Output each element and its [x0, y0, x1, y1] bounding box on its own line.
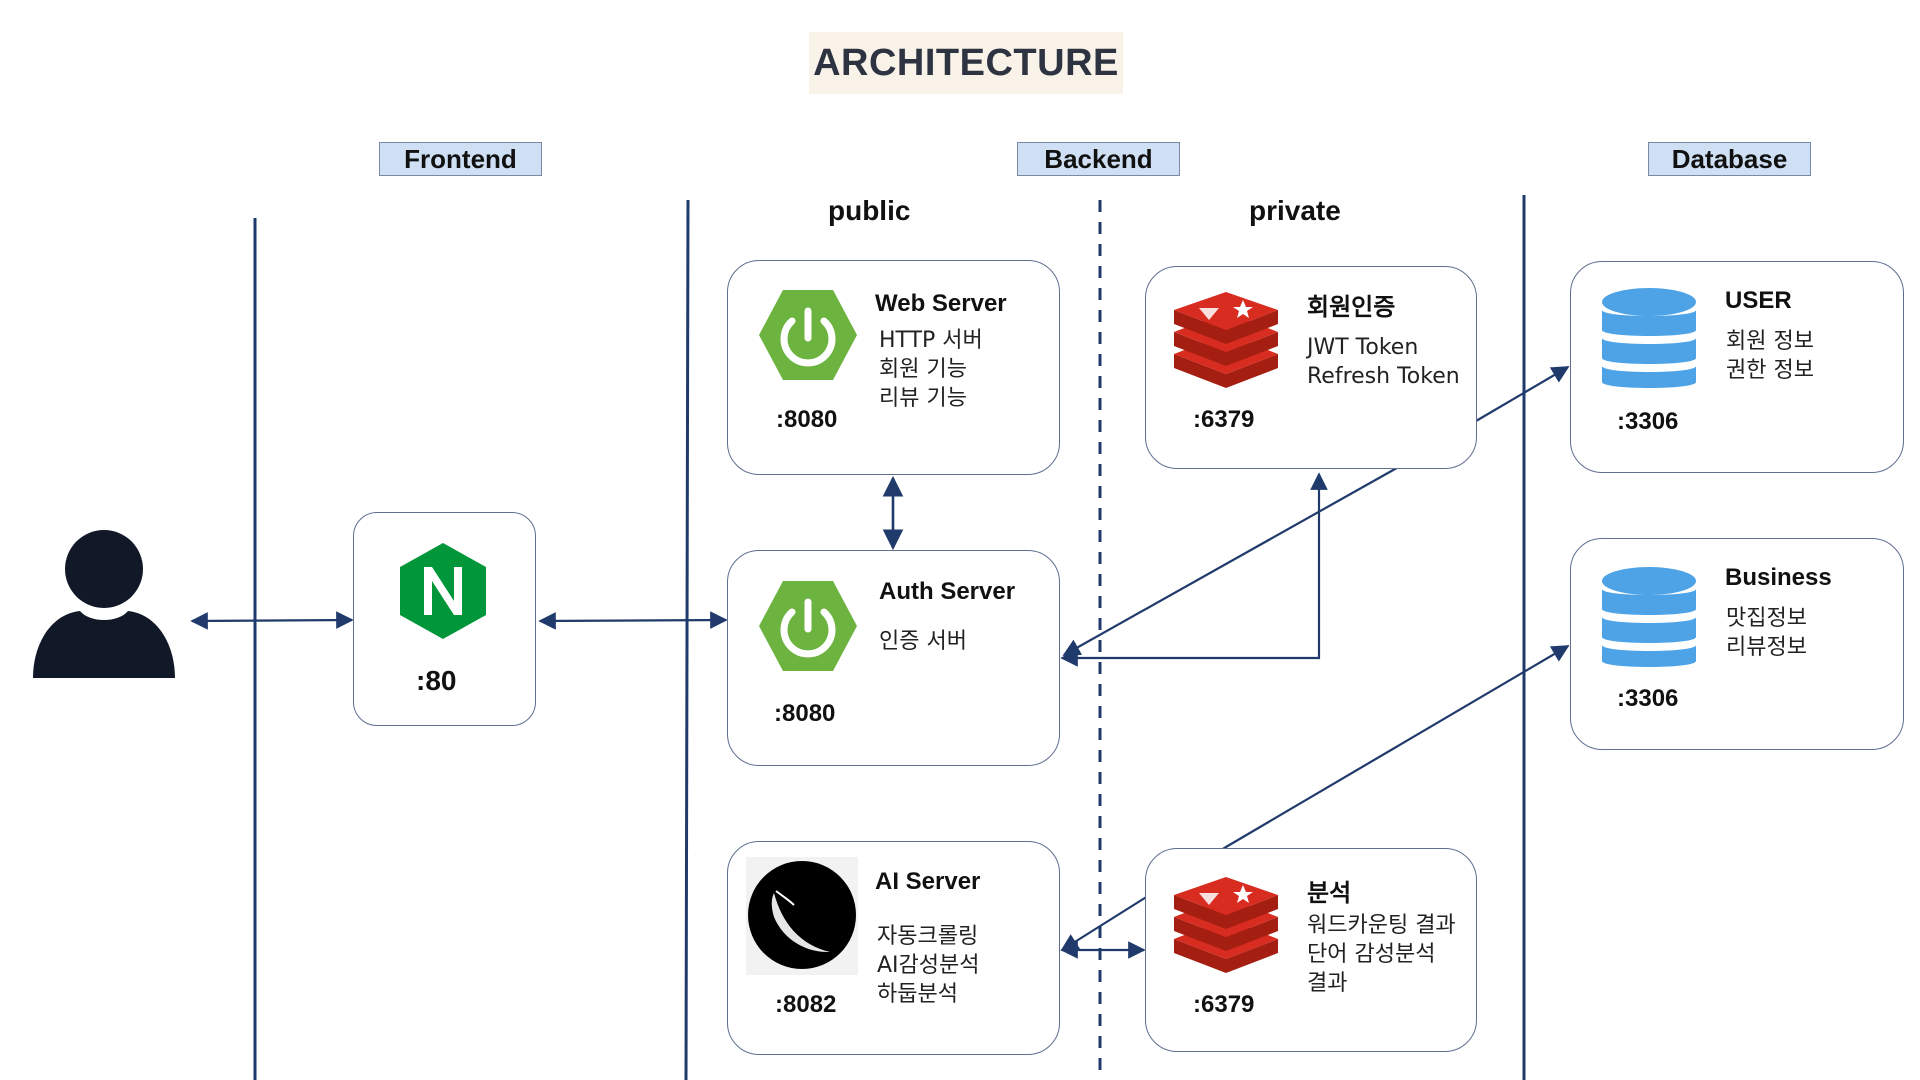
public-zone-label: public: [828, 195, 911, 226]
nginx-icon: [400, 543, 486, 639]
auth-server-lines: 인증 서버: [879, 627, 967, 656]
redis-analysis-line: 결과: [1307, 971, 1348, 996]
redis-analysis-lines: 워드카운팅 결과 단어 감성분석 결과: [1307, 911, 1456, 998]
ai-server-card: AI Server 자동크롤링 AI감성분석 하둡분석 :8082: [727, 841, 1060, 1055]
auth-server-title: Auth Server: [879, 578, 1016, 605]
db-business-card: Business 맛집정보 리뷰정보 :3306: [1570, 538, 1904, 750]
database-icon: [1602, 567, 1696, 667]
db-business-line: 맛집정보: [1726, 606, 1807, 631]
db-user-lines: 회원 정보 권한 정보: [1726, 327, 1814, 385]
public-divider: [684, 199, 690, 1080]
auth-server-line: 인증 서버: [879, 629, 967, 654]
redis-icon: [1174, 877, 1278, 973]
nginx-port: :80: [416, 665, 457, 696]
ai-server-lines: 자동크롤링 AI감성분석 하둡분석: [877, 922, 980, 1009]
redis-auth-card: 회원인증 JWT Token Refresh Token :6379: [1145, 266, 1477, 469]
spring-power-icon: [759, 290, 857, 380]
redis-auth-lines: JWT Token Refresh Token: [1307, 333, 1460, 391]
db-business-line: 리뷰정보: [1726, 635, 1807, 660]
ai-server-line: AI감성분석: [877, 953, 980, 978]
redis-analysis-line: 워드카운팅 결과: [1307, 913, 1456, 938]
nginx-card: :80: [353, 512, 536, 726]
web-server-port: :8080: [776, 406, 838, 433]
db-user-line: 권한 정보: [1726, 358, 1814, 383]
backend-label: Backend: [1017, 142, 1180, 176]
redis-analysis-port: :6379: [1193, 991, 1255, 1018]
redis-auth-line: JWT Token: [1307, 335, 1419, 360]
db-business-title: Business: [1725, 564, 1832, 591]
database-label: Database: [1648, 142, 1811, 176]
ai-server-title: AI Server: [875, 868, 981, 895]
redis-analysis-title: 분석: [1307, 880, 1352, 907]
db-user-title: USER: [1725, 287, 1792, 314]
frontend-label: Frontend: [379, 142, 542, 176]
db-user-line: 회원 정보: [1726, 329, 1814, 354]
redis-auth-line: Refresh Token: [1307, 364, 1460, 389]
db-business-ai-arrow: [1060, 645, 1570, 951]
web-server-line: 회원 기능: [879, 357, 967, 382]
web-server-card: Web Server HTTP 서버 회원 기능 리뷰 기능 :8080: [727, 260, 1060, 475]
auth-server-port: :8080: [774, 700, 836, 727]
web-server-title: Web Server: [875, 290, 1007, 317]
db-user-port: :3306: [1617, 408, 1679, 435]
database-icon: [1602, 288, 1696, 388]
ai-server-line: 자동크롤링: [877, 924, 979, 949]
redis-auth-port: :6379: [1193, 406, 1255, 433]
db-user-card: USER 회원 정보 권한 정보 :3306: [1570, 261, 1904, 473]
redis-analysis-card: 분석 워드카운팅 결과 단어 감성분석 결과 :6379: [1145, 848, 1477, 1052]
user-nginx-arrow: [190, 611, 354, 630]
auth-server-card: Auth Server 인증 서버 :8080: [727, 550, 1060, 766]
db-business-lines: 맛집정보 리뷰정보: [1726, 604, 1807, 662]
user-icon: [33, 530, 175, 678]
nginx-auth-arrow: [538, 611, 728, 630]
auth-redis-arrow: [1060, 472, 1328, 667]
redis-auth-title: 회원인증: [1307, 294, 1396, 321]
web-server-line: HTTP 서버: [879, 328, 983, 353]
diagram-title: ARCHITECTURE: [809, 32, 1123, 94]
redis-analysis-line: 단어 감성분석: [1307, 942, 1436, 967]
web-server-lines: HTTP 서버 회원 기능 리뷰 기능: [879, 326, 983, 413]
flask-icon: [746, 857, 858, 975]
ai-server-port: :8082: [775, 991, 837, 1018]
spring-power-icon: [759, 581, 857, 671]
ai-server-line: 하둡분석: [877, 982, 958, 1007]
redis-icon: [1174, 292, 1278, 388]
db-business-port: :3306: [1617, 685, 1679, 712]
private-zone-label: private: [1249, 195, 1341, 226]
web-server-line: 리뷰 기능: [879, 386, 967, 411]
